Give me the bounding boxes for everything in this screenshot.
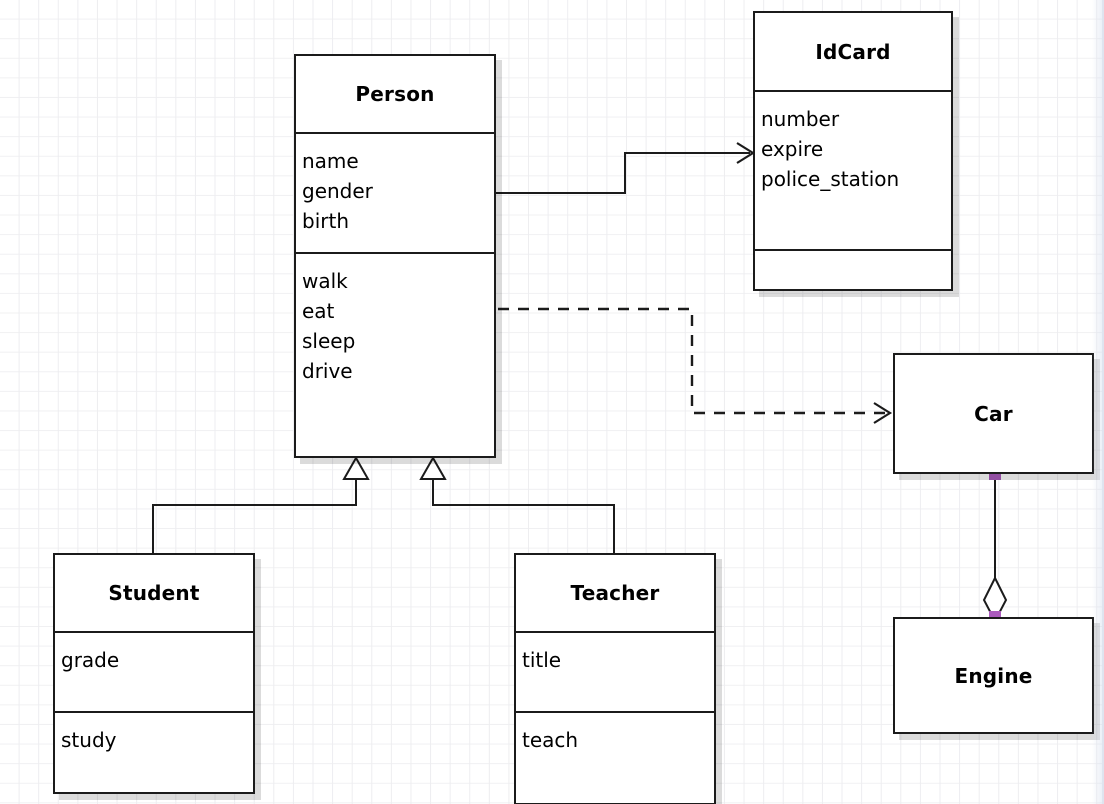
class-idcard-attribute: expire: [761, 137, 824, 161]
connector-student-person-arrowhead: [342, 455, 370, 480]
connector-student-person-line: [152, 477, 357, 553]
class-idcard-attribute: police_station: [761, 167, 900, 191]
class-person-method: sleep: [302, 329, 356, 353]
class-teacher-attribute: title: [522, 648, 562, 672]
class-person-name: Person: [355, 82, 435, 106]
class-box-student[interactable]: Student grade study: [53, 553, 255, 794]
class-box-car[interactable]: Car: [893, 353, 1094, 474]
class-teacher-title-compartment: Teacher: [516, 555, 714, 631]
class-person-method: eat: [302, 299, 335, 323]
class-idcard-attribute: number: [761, 107, 840, 131]
class-teacher-methods-compartment: teach: [516, 711, 714, 803]
connector-teacher-person-arrowhead: [419, 455, 447, 480]
connector-person-idcard-arrowhead: [736, 142, 756, 164]
connector-teacher-person[interactable]: [419, 455, 615, 553]
class-student-methods-compartment: study: [55, 711, 253, 792]
class-idcard-attributes-compartment: number expire police_station: [755, 90, 951, 249]
class-person-attribute: name: [302, 149, 359, 173]
connector-person-car-line: [498, 307, 886, 415]
class-box-idcard[interactable]: IdCard number expire police_station: [753, 11, 953, 291]
connector-person-idcard[interactable]: [496, 142, 756, 194]
class-idcard-name: IdCard: [815, 39, 891, 64]
class-box-engine[interactable]: Engine: [893, 617, 1094, 734]
class-person-method: drive: [302, 359, 353, 383]
class-person-attribute: gender: [302, 179, 373, 203]
connector-teacher-person-line: [432, 477, 615, 553]
class-person-attribute: birth: [302, 209, 349, 233]
class-person-methods-compartment: walk eat sleep drive: [296, 252, 494, 456]
class-teacher-method: teach: [522, 728, 579, 752]
class-car-name: Car: [974, 401, 1013, 426]
connector-student-person[interactable]: [152, 455, 370, 553]
class-idcard-methods-compartment: [755, 249, 951, 289]
class-box-person[interactable]: Person name gender birth walk eat sleep …: [294, 54, 496, 458]
class-student-title-compartment: Student: [55, 555, 253, 631]
class-idcard-title-compartment: IdCard: [755, 13, 951, 90]
connector-person-car-arrowhead: [873, 402, 893, 424]
connector-car-engine[interactable]: [982, 474, 1008, 624]
class-box-teacher[interactable]: Teacher title teach: [514, 553, 716, 804]
class-person-title-compartment: Person: [296, 56, 494, 132]
class-student-name: Student: [108, 581, 200, 605]
class-person-method: walk: [302, 269, 348, 293]
connector-person-idcard-line: [496, 152, 750, 194]
class-student-attribute: grade: [61, 648, 120, 672]
class-student-attributes-compartment: grade: [55, 631, 253, 711]
class-person-attributes-compartment: name gender birth: [296, 132, 494, 252]
class-student-method: study: [61, 728, 117, 752]
connector-person-car[interactable]: [498, 307, 893, 424]
class-engine-name: Engine: [954, 663, 1033, 688]
class-teacher-attributes-compartment: title: [516, 631, 714, 711]
class-teacher-name: Teacher: [570, 581, 660, 605]
